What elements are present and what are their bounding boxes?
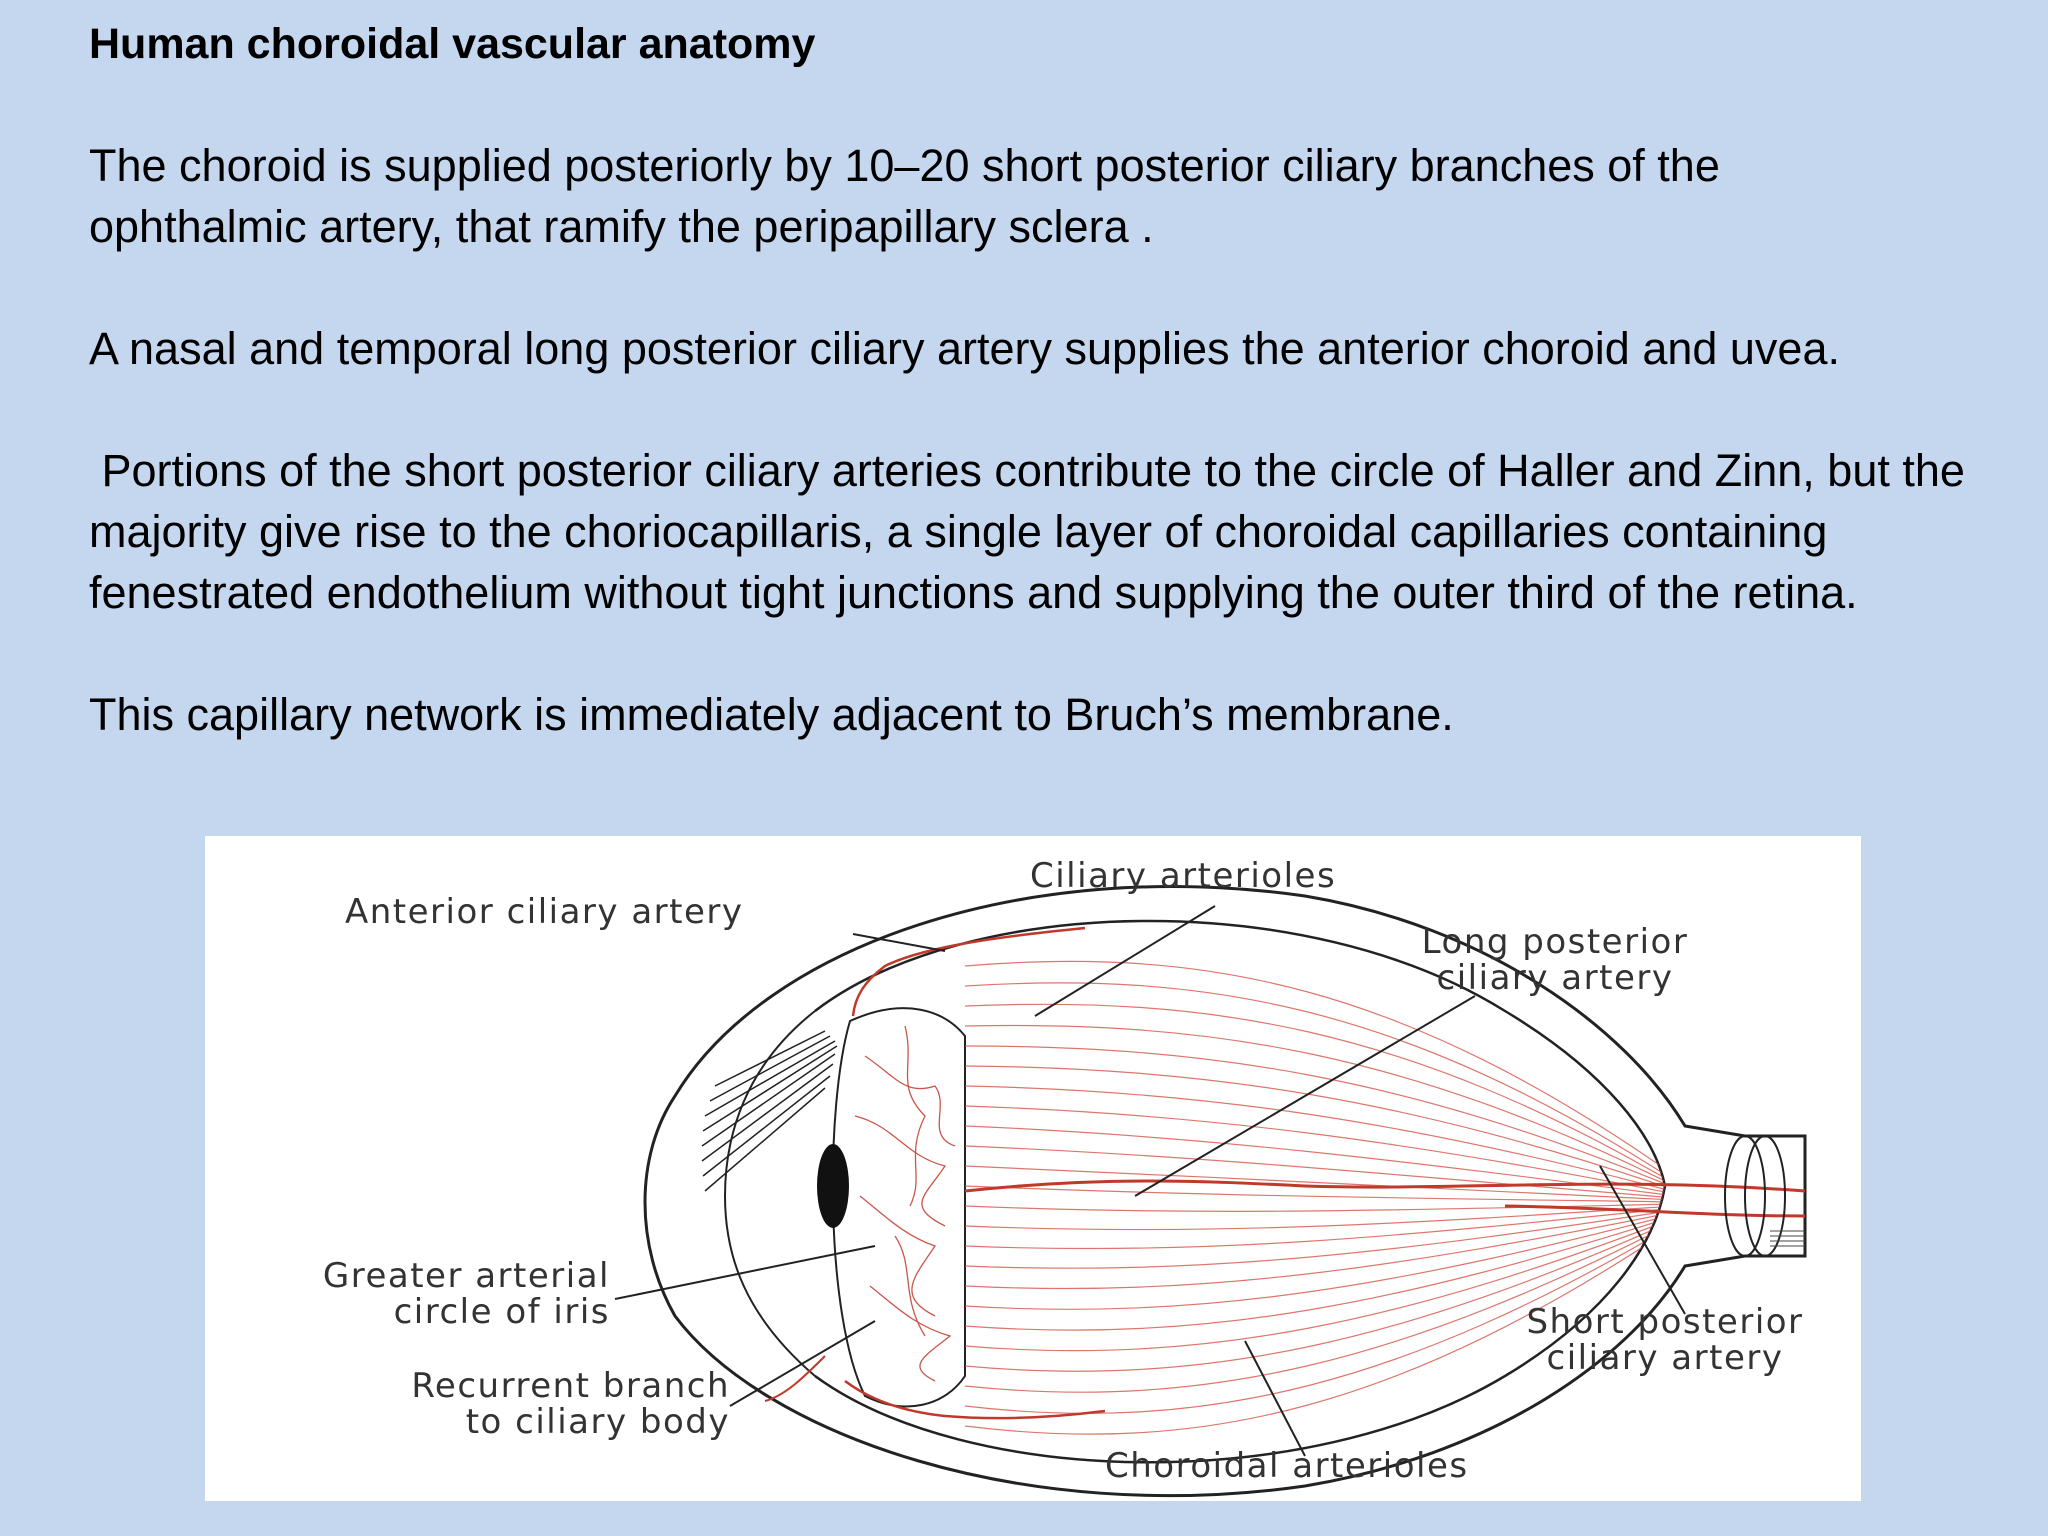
label-greater-line1: Greater arterial bbox=[322, 1256, 610, 1296]
optic-nerve-hatching bbox=[1770, 1230, 1805, 1247]
label-long-posterior-ciliary-artery: Long posterior ciliary artery bbox=[1355, 924, 1755, 996]
paragraph-2: A nasal and temporal long posterior cili… bbox=[89, 323, 1840, 374]
anterior-ciliary-vessel-bottom bbox=[844, 1379, 1106, 1420]
text-block: Human choroidal vascular anatomy The cho… bbox=[89, 14, 1989, 745]
label-short-posterior-line2: ciliary artery bbox=[1546, 1338, 1784, 1378]
label-long-posterior-line1: Long posterior bbox=[1421, 922, 1689, 962]
recurrent-vessel bbox=[764, 1355, 826, 1402]
label-recurrent-branch: Recurrent branch to ciliary body bbox=[225, 1368, 730, 1440]
long-posterior-artery bbox=[964, 1179, 1806, 1193]
label-recurrent-line2: to ciliary body bbox=[465, 1402, 730, 1442]
label-recurrent-line1: Recurrent branch bbox=[411, 1366, 730, 1406]
label-long-posterior-line2: ciliary artery bbox=[1436, 958, 1674, 998]
choroidal-vessels bbox=[964, 960, 1665, 1435]
pupil bbox=[817, 1144, 849, 1228]
label-leaders bbox=[614, 905, 1686, 1457]
label-choroidal-arterioles: Choroidal arterioles bbox=[1105, 1446, 1469, 1486]
spacer bbox=[89, 623, 1989, 684]
spacer bbox=[89, 74, 1989, 135]
label-short-posterior-ciliary-artery: Short posterior ciliary artery bbox=[1485, 1304, 1845, 1376]
spacer bbox=[89, 379, 1989, 440]
label-greater-arterial-circle: Greater arterial circle of iris bbox=[225, 1258, 610, 1330]
label-greater-line2: circle of iris bbox=[393, 1292, 610, 1332]
sclera-outline bbox=[643, 885, 1807, 1498]
paragraph-3: Portions of the short posterior ciliary … bbox=[89, 445, 1978, 618]
iris-hatching bbox=[701, 1030, 838, 1192]
iris-region bbox=[831, 1007, 966, 1408]
paragraph-1: The choroid is supplied posteriorly by 1… bbox=[89, 140, 1733, 252]
spacer bbox=[89, 257, 1989, 318]
anterior-ciliary-vessel-top bbox=[851, 926, 1086, 1017]
label-anterior-ciliary-artery: Anterior ciliary artery bbox=[345, 892, 744, 932]
optic-nerve bbox=[1724, 1135, 1786, 1257]
iris-vessel-network bbox=[854, 1025, 956, 1382]
cornea bbox=[723, 1010, 816, 1377]
label-ciliary-arterioles: Ciliary arterioles bbox=[1030, 856, 1337, 896]
label-short-posterior-line1: Short posterior bbox=[1526, 1302, 1804, 1342]
long-posterior-artery-2 bbox=[1504, 1204, 1806, 1218]
eye-vascular-diagram: Ciliary arterioles Anterior ciliary arte… bbox=[205, 836, 1861, 1501]
paragraph-4: This capillary network is immediately ad… bbox=[89, 689, 1454, 740]
eye-diagram-svg bbox=[614, 885, 1807, 1498]
slide-title: Human choroidal vascular anatomy bbox=[89, 20, 816, 68]
